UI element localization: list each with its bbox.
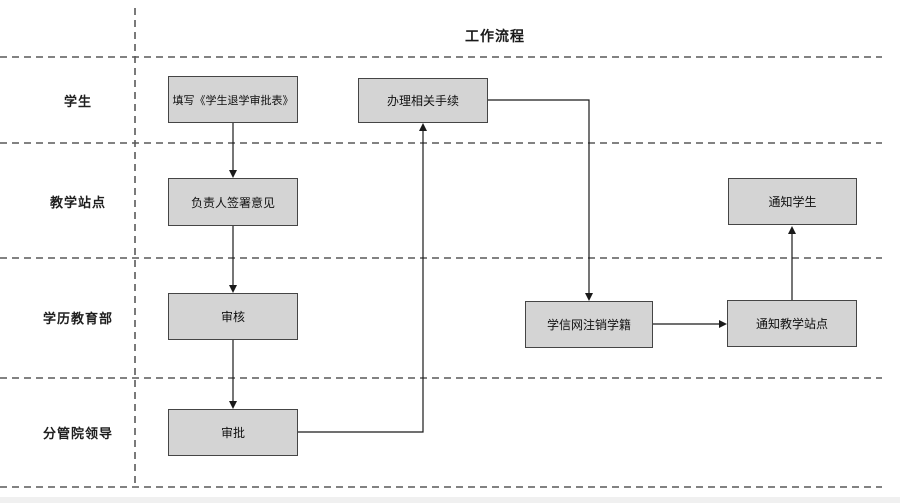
bottom-edge-strip <box>0 497 900 503</box>
lane-label-teaching-site: 教学站点 <box>49 196 106 211</box>
arrowhead-right-notify-site <box>719 320 727 328</box>
node-handle-procedures: 办理相关手续 <box>358 78 488 123</box>
lane-label-student: 学生 <box>63 95 92 110</box>
node-cancel-registration: 学信网注销学籍 <box>525 301 653 348</box>
lane-label-college-leader: 分管院领导 <box>42 427 113 442</box>
node-review: 审核 <box>168 293 298 340</box>
arrowhead-down-approve <box>229 401 237 409</box>
arrowhead-down-cancel-registration <box>585 293 593 301</box>
arrowhead-up-procedures <box>419 123 427 131</box>
connector-procedures-to-cancel-registration <box>488 99 590 294</box>
node-notify-student: 通知学生 <box>728 178 857 225</box>
node-fill-withdrawal-form: 填写《学生退学审批表》 <box>168 76 298 123</box>
arrowhead-down-review <box>229 285 237 293</box>
arrowhead-up-notify-student <box>788 226 796 234</box>
node-sign-opinion: 负责人签署意见 <box>168 178 298 226</box>
node-notify-teaching-site: 通知教学站点 <box>727 300 857 347</box>
arrowhead-down-sign-opinion <box>229 170 237 178</box>
diagram-title: 工作流程 <box>465 29 525 45</box>
lane-label-education-dept: 学历教育部 <box>42 312 113 327</box>
connector-approve-to-procedures <box>298 131 424 433</box>
node-approve: 审批 <box>168 409 298 456</box>
